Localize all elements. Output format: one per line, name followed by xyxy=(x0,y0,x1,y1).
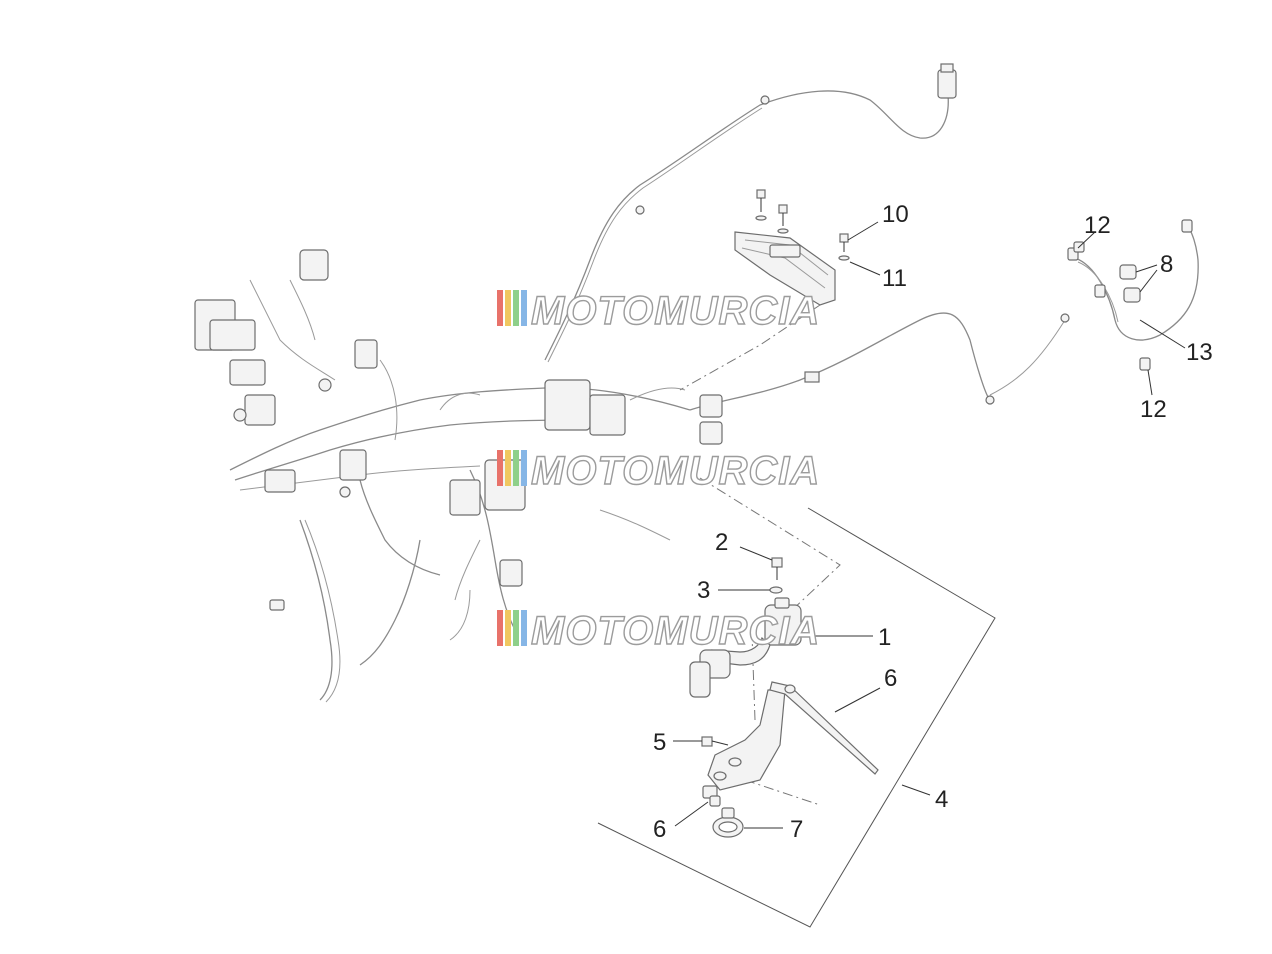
mounting-bracket xyxy=(707,689,786,791)
callout-5: 5 xyxy=(653,729,666,756)
ignition-coil-assembly xyxy=(597,477,996,928)
washer-3 xyxy=(769,586,783,594)
main-wiring-harness xyxy=(194,63,1070,703)
ignition-coil-1 xyxy=(689,597,802,698)
callout-1: 1 xyxy=(878,624,891,651)
svg-text:MOTOMURCIA: MOTOMURCIA xyxy=(531,449,820,493)
screw-2 xyxy=(771,557,783,580)
watermark-bottom: MOTOMURCIA xyxy=(497,608,820,654)
leader-lines xyxy=(673,221,1186,829)
callout-8: 8 xyxy=(1160,251,1173,278)
washer-11 xyxy=(755,215,850,261)
svg-text:MOTOMURCIA: MOTOMURCIA xyxy=(531,609,820,653)
clip-8 xyxy=(1119,264,1141,303)
callout-labels: 1 2 3 4 5 6 6 7 8 10 11 12 12 13 xyxy=(653,201,1213,843)
screw-5 xyxy=(701,736,729,747)
callout-10: 10 xyxy=(882,201,909,228)
svg-text:MOTOMURCIA: MOTOMURCIA xyxy=(531,289,820,333)
watermark-top: MOTOMURCIA xyxy=(497,288,820,334)
callout-13: 13 xyxy=(1186,339,1213,366)
clip-6 xyxy=(702,785,721,807)
callout-3: 3 xyxy=(697,577,710,604)
cable-tie-6 xyxy=(769,681,879,775)
callout-11: 11 xyxy=(882,265,907,292)
callout-12-top: 12 xyxy=(1084,212,1111,239)
callout-12-bottom: 12 xyxy=(1140,396,1167,423)
callout-2: 2 xyxy=(715,529,728,556)
instrument-panel-module xyxy=(679,189,850,391)
callout-7: 7 xyxy=(790,816,803,843)
watermark-middle: MOTOMURCIA xyxy=(497,448,820,494)
screw-10 xyxy=(756,189,849,252)
callout-6-lower: 6 xyxy=(653,816,666,843)
callout-4: 4 xyxy=(935,786,948,813)
callout-6-upper: 6 xyxy=(884,665,897,692)
ground-cable-13 xyxy=(1067,219,1199,371)
hose-clamp-7 xyxy=(712,807,744,838)
